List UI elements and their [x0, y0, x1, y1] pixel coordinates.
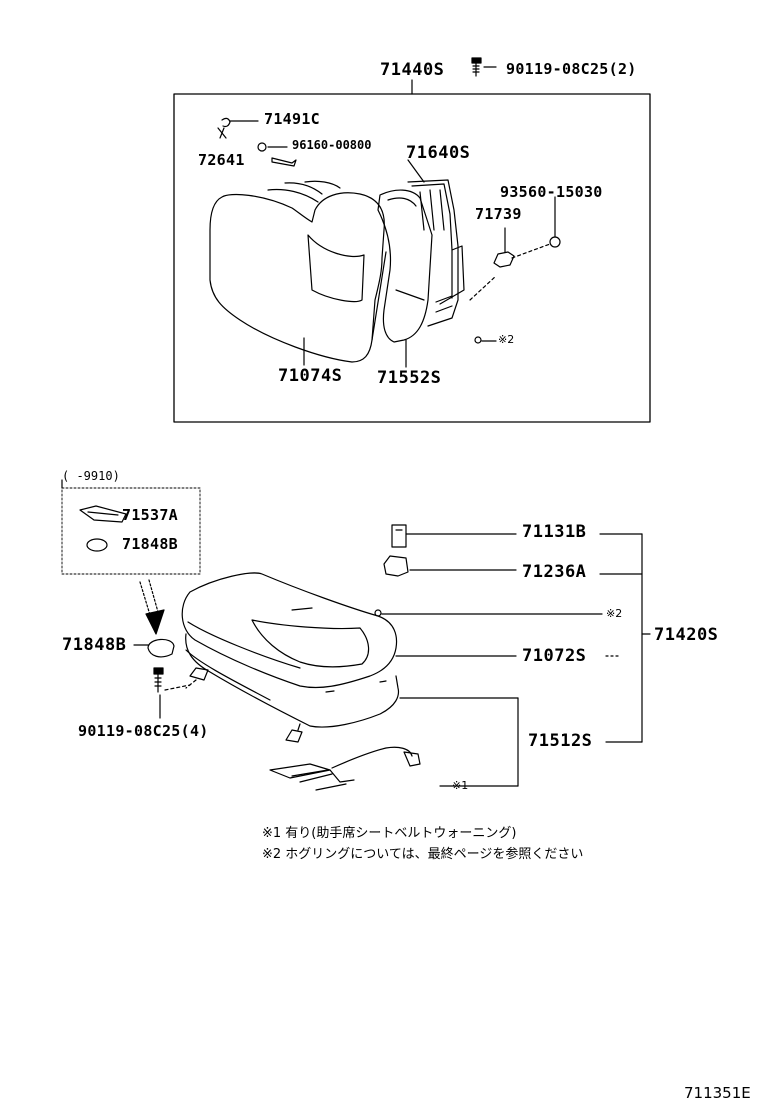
label-cushion-cover: 71072S: [522, 646, 587, 666]
label-back-cover: 71074S: [278, 366, 343, 386]
cap-icon: [147, 638, 175, 658]
hog-ring-icon-lower: [374, 609, 603, 617]
label-cap: 71848B: [62, 635, 127, 655]
figure-id: 711351E: [684, 1084, 751, 1102]
label-inset-part-a: 71537A: [122, 506, 178, 524]
inset-cap-icon: [86, 538, 108, 552]
label-headrest-support: 72641: [198, 151, 245, 169]
label-hog-ring-upper: ※2: [498, 333, 515, 346]
bolt-icon-lower: [153, 667, 191, 719]
seatbelt-harness-shape: [269, 746, 421, 791]
label-ring: 93560-15030: [500, 183, 603, 201]
bracket-icon-a: [391, 524, 517, 548]
seatback-frame-shape: [407, 179, 465, 327]
label-cushion-pad: 71512S: [528, 731, 593, 751]
cover-hook-icon: [217, 117, 259, 139]
spacer-icon: [493, 227, 515, 268]
label-bolt-upper: 90119-08C25(2): [506, 60, 637, 78]
label-bolt-lower: 90119-08C25(4): [78, 722, 209, 740]
label-cover: 71491C: [264, 110, 320, 128]
label-inset-part-b: 71848B: [122, 535, 178, 553]
clip-icon: [257, 142, 288, 152]
hog-ring-icon-upper: [474, 336, 497, 344]
note-1: ※1 有り(助手席シートベルトウォーニング): [262, 826, 517, 841]
label-spacer: 71739: [475, 205, 522, 223]
cushion-pad-shape: [185, 633, 400, 743]
bolt-icon-upper: [471, 57, 497, 77]
seatback-pad-shape: [377, 189, 433, 343]
headrest-support-icon: [271, 157, 297, 167]
bracket-icon-b: [383, 555, 517, 577]
back-cover-shape: [209, 180, 387, 363]
label-bracket-a: 71131B: [522, 522, 587, 542]
label-seatback-assembly: 71440S: [380, 60, 445, 80]
label-harness: ※1: [452, 779, 469, 792]
inset-box: [61, 487, 201, 575]
label-bracket-b: 71236A: [522, 562, 587, 582]
inset-pad-icon: [79, 505, 127, 523]
note-2: ※2 ホグリングについては、最終ページを参照ください: [262, 847, 584, 862]
label-pad: 71552S: [377, 368, 442, 388]
cushion-cover-shape: [181, 572, 398, 689]
label-frame: 71640S: [406, 143, 471, 163]
label-clip: 96160-00800: [292, 138, 372, 152]
label-cushion-assembly: 71420S: [654, 625, 719, 645]
arrow-icon: [139, 579, 165, 635]
label-date-range: ( -9910): [62, 469, 120, 483]
label-hog-ring-lower: ※2: [606, 607, 623, 620]
